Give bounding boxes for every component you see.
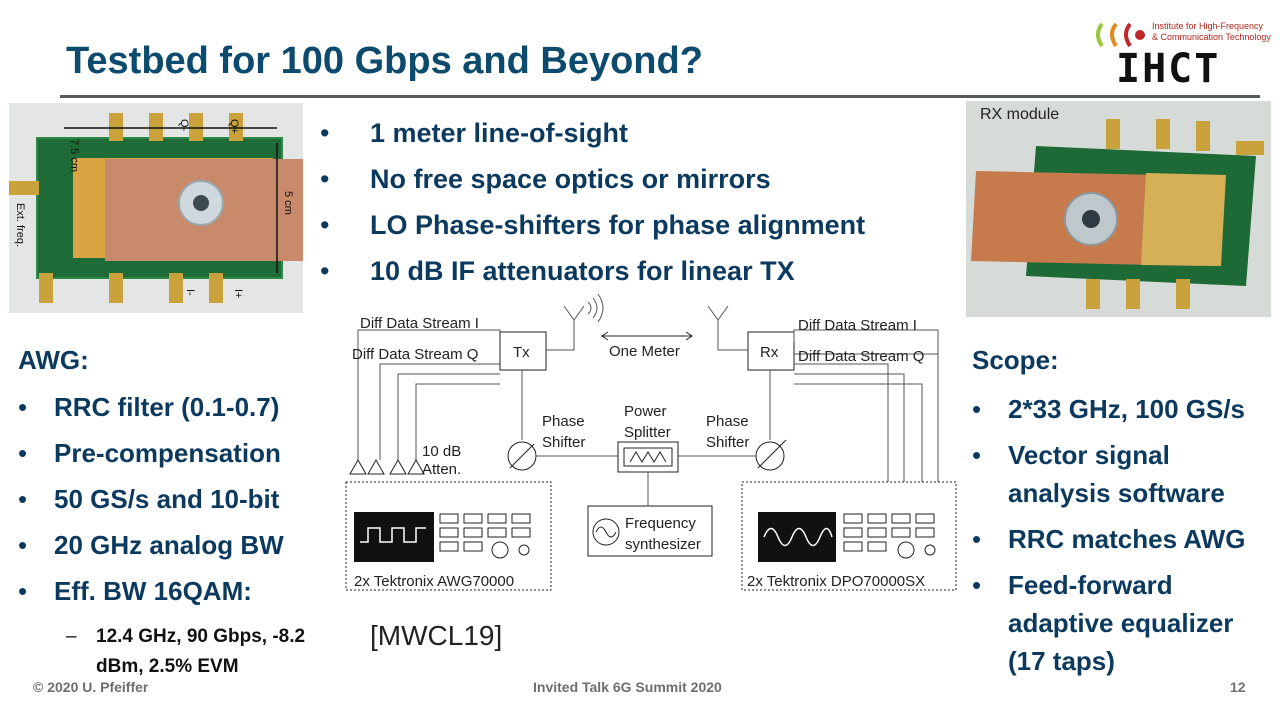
title-divider [60,95,1260,98]
power-splitter-line1: Power [624,403,667,420]
list-item: •2*33 GHz, 100 GS/s [972,394,1246,424]
tx-block-label: Tx [513,344,530,361]
list-item: •No free space optics or mirrors [320,164,771,194]
list-item-text: RRC filter (0.1-0.7) [54,392,280,422]
port-i-minus: I- [184,289,196,296]
list-item-text: 2*33 GHz, 100 GS/s [1008,394,1246,424]
antenna-wave-icon [587,293,604,323]
list-item-text: 1 meter line-of-sight [370,118,629,148]
diff-data-stream-i-left: Diff Data Stream I [360,315,479,332]
list-item: •Vector signal analysis software [972,440,1225,508]
port-q-minus: Q- [178,119,190,132]
awg-instrument-icon [354,512,531,562]
one-meter-label: One Meter [609,343,680,360]
page-number: 12 [1230,679,1246,695]
phase-shifter-left-line1: Phase [542,413,585,430]
list-item-text: 50 GS/s and 10-bit [54,484,280,514]
phase-shifter-left-line2: Shifter [542,434,585,451]
rx-block-label: Rx [760,344,779,361]
testbed-features-list: •1 meter line-of-sight •No free space op… [320,116,940,300]
scope-specs-list: •2*33 GHz, 100 GS/s •Vector signal analy… [972,390,1272,688]
port-q-plus: Q+ [228,119,240,134]
list-item: •RRC matches AWG [972,524,1246,554]
rx-module-label: RX module [980,106,1060,123]
rx-module-photo [966,101,1271,317]
list-item: •20 GHz analog BW [18,530,284,560]
list-item: •Eff. BW 16QAM: [18,576,252,606]
ihct-logo [1092,18,1272,88]
diff-data-stream-q-left: Diff Data Stream Q [352,346,478,363]
synthesizer-label-line2: synthesizer [625,536,701,553]
dpo-instrument-label: 2x Tektronix DPO70000SX [747,573,925,590]
awg-instrument-label: 2x Tektronix AWG70000 [354,573,514,590]
logo-wordmark: IHCT [1116,46,1221,92]
phase-shifter-right-line1: Phase [706,413,749,430]
scope-heading: Scope: [972,345,1059,375]
logo-line-2: & Communication Technology [1152,32,1271,42]
list-item-text: Pre-compensation [54,438,281,468]
list-item-text: RRC matches AWG [1008,524,1246,554]
list-item-text: Eff. BW 16QAM: [54,576,252,606]
slide-title: Testbed for 100 Gbps and Beyond? [66,40,703,82]
tx-module-photo: 7.5 cm 5 cm Q- Q+ I- I+ Ext. freq. [9,103,303,313]
attenuator-label-line2: Atten. [422,461,461,478]
list-item: •RRC filter (0.1-0.7) [18,392,280,422]
awg-heading: AWG: [18,345,89,375]
list-item: •50 GS/s and 10-bit [18,484,280,514]
tx-module-illustration: 7.5 cm 5 cm Q- Q+ I- I+ Ext. freq. [9,103,303,313]
signal-waves-icon [1096,22,1145,48]
power-splitter-line2: Splitter [624,424,671,441]
awg-sub-bullet-text: 12.4 GHz, 90 Gbps, -8.2 dBm, 2.5% EVM [96,626,306,677]
list-item: •LO Phase-shifters for phase alignment [320,210,866,240]
list-item: •Pre-compensation [18,438,281,468]
dash-marker: – [66,626,77,647]
list-item-text: 10 dB IF attenuators for linear TX [370,256,795,286]
list-item-text: No free space optics or mirrors [370,164,771,194]
footer-event: Invited Talk 6G Summit 2020 [533,679,722,695]
list-item-text: Vector signal analysis software [1008,440,1225,508]
testbed-block-diagram: Diff Data Stream I Diff Data Stream Q Tx… [345,293,957,591]
list-item-text: Feed-forward adaptive equalizer (17 taps… [1008,570,1234,676]
list-item-text: 20 GHz analog BW [54,530,284,560]
footer-copyright: © 2020 U. Pfeiffer [33,679,149,695]
synthesizer-label-line1: Frequency [625,515,696,532]
diff-data-stream-i-right: Diff Data Stream I [798,317,917,334]
logo-line-1: Institute for High-Frequency [1152,21,1264,31]
list-item: •1 meter line-of-sight [320,118,629,148]
list-item: •10 dB IF attenuators for linear TX [320,256,795,286]
logo-institute-text: Institute for High-Frequency & Communica… [1152,21,1271,43]
oscilloscope-instrument-icon [758,512,936,562]
rx-module-illustration [966,101,1271,317]
citation: [MWCL19] [370,620,503,651]
dim-5cm: 5 cm [282,191,294,215]
dim-7-5cm: 7.5 cm [68,139,80,172]
attenuator-label-line1: 10 dB [422,443,461,460]
port-ext-freq: Ext. freq. [14,203,26,247]
awg-sub-bullet: – 12.4 GHz, 90 Gbps, -8.2 dBm, 2.5% EVM [66,622,336,682]
port-i-plus: I+ [232,289,244,298]
diff-data-stream-q-right: Diff Data Stream Q [798,348,924,365]
list-item-text: LO Phase-shifters for phase alignment [370,210,866,240]
list-item: •Feed-forward adaptive equalizer (17 tap… [972,570,1234,676]
awg-specs-list: •RRC filter (0.1-0.7) •Pre-compensation … [18,390,328,620]
distance-arrow-icon [601,331,693,341]
phase-shifter-right-line2: Shifter [706,434,749,451]
